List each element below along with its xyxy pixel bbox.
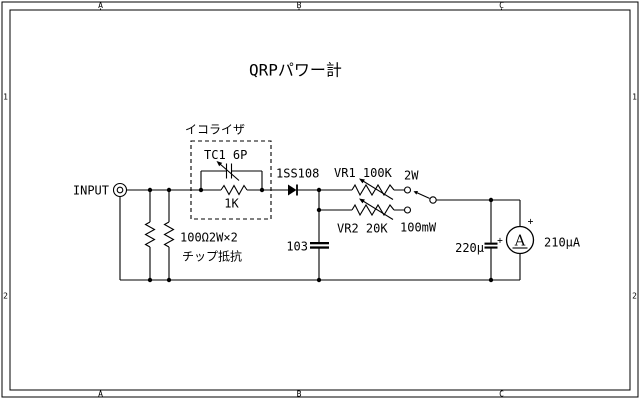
diode-icon	[288, 184, 298, 196]
vr1-label: VR1 100K	[334, 166, 393, 180]
capacitor-220u-icon	[484, 242, 498, 249]
zone-row-2-right: 2	[632, 292, 637, 301]
capacitor-220u-polarity: +	[497, 236, 503, 247]
capacitor-220u-label: 220μ	[455, 241, 484, 255]
trimmer-label: TC1 6P	[204, 148, 247, 162]
equalizer-resistor	[220, 184, 248, 196]
input-jack-icon	[112, 182, 128, 198]
trimmer-capacitor-icon	[216, 161, 240, 181]
vr2-label: VR2 20K	[337, 222, 388, 236]
zone-col-c-bottom: C	[499, 390, 504, 399]
meter-polarity: +	[528, 217, 534, 228]
range-switch-icon	[403, 186, 437, 214]
equalizer-label: イコライザ	[185, 123, 245, 137]
zone-labels: A B C A B C 1 2 1 2	[3, 1, 637, 399]
zone-row-1-left: 1	[3, 93, 8, 102]
junction-dots	[147, 187, 494, 283]
component-labels: INPUT イコライザ TC1 6P 1K 1SS108 VR1 100K 2W…	[73, 123, 581, 264]
zone-col-a-top: A	[98, 1, 103, 10]
vr1-potentiometer	[351, 178, 395, 200]
shunt-note-label: チップ抵抗	[182, 249, 242, 264]
vr2-potentiometer	[351, 198, 395, 220]
equalizer-resistor-label: 1K	[224, 197, 239, 211]
circuit-schematic	[112, 140, 535, 283]
zone-row-2-left: 2	[3, 292, 8, 301]
frame-inner-border	[9, 9, 631, 391]
range-high-label: 2W	[404, 169, 419, 183]
zone-col-c-top: C	[499, 1, 504, 10]
zone-row-1-right: 1	[632, 93, 637, 102]
meter-value-label: 210μA	[544, 236, 581, 250]
zone-col-b-top: B	[297, 1, 302, 10]
zone-tick-marks	[100, 8, 502, 392]
diode-label: 1SS108	[276, 167, 319, 181]
shunt-resistor-1	[144, 221, 156, 248]
ammeter-icon	[505, 225, 535, 255]
meter-symbol: A	[514, 234, 526, 250]
equalizer-box	[190, 140, 272, 220]
shunt-resistor-2	[163, 221, 175, 248]
zone-col-a-bottom: A	[98, 390, 103, 399]
zone-col-b-bottom: B	[297, 390, 302, 399]
capacitor-103-label: 103	[286, 240, 308, 254]
capacitor-103-icon	[310, 242, 329, 249]
input-label: INPUT	[73, 184, 109, 198]
schematic-title: QRPパワー計	[249, 61, 342, 80]
range-low-label: 100mW	[400, 221, 437, 235]
shunt-value-label: 100Ω2W×2	[180, 231, 238, 245]
wire-network	[119, 170, 521, 281]
